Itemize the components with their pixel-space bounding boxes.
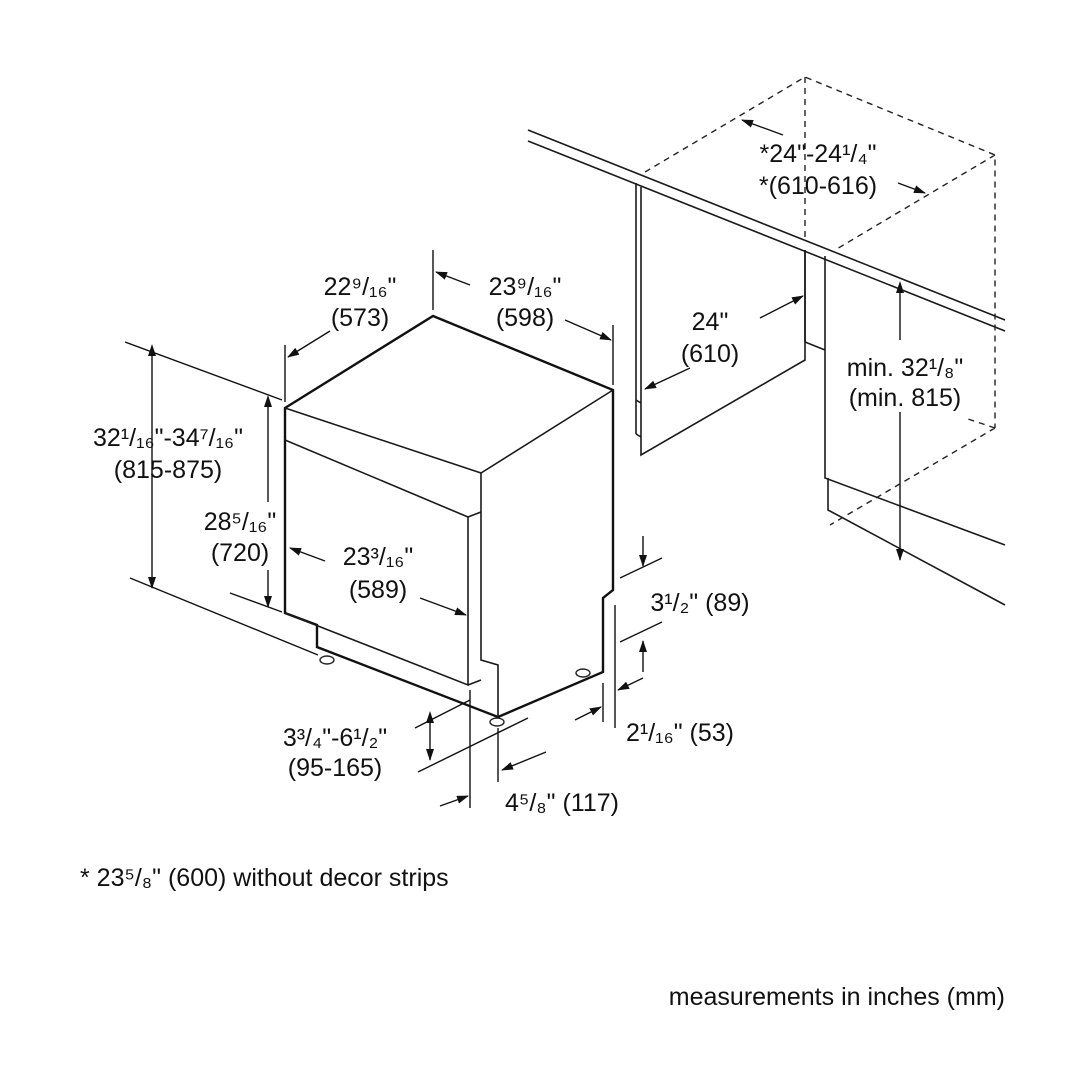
leg-height-mm-label: (95-165) — [288, 754, 383, 782]
width-mm-label: (598) — [496, 304, 554, 332]
niche-depth-inches-label: 24" — [692, 308, 729, 336]
width-inches-label: 23⁹/₁₆" — [489, 273, 562, 301]
toe-kick-height-label: 3¹/₂" (89) — [650, 589, 749, 617]
depth-mm-label: (573) — [331, 304, 389, 332]
foot-icon — [575, 668, 591, 678]
foot-icon — [489, 717, 505, 727]
leg-height-inches-label: 3³/₄"-6¹/₂" — [283, 724, 387, 752]
niche-width-mm-label: *(610-616) — [759, 172, 877, 200]
niche-depth-mm-label: (610) — [681, 340, 739, 368]
door-height-inches-label: 28⁵/₁₆" — [204, 508, 277, 536]
depth-inches-label: 22⁹/₁₆" — [324, 273, 397, 301]
foot-offset-label: 4⁵/₈" (117) — [505, 789, 619, 817]
total-height-mm-label: (815-875) — [114, 456, 222, 484]
dishwasher-body — [283, 314, 615, 727]
footnote: * 23⁵/₈" (600) without decor strips — [80, 864, 449, 892]
total-height-inches-label: 32¹/₁₆"-34⁷/₁₆" — [93, 424, 243, 452]
door-height-mm-label: (720) — [211, 539, 269, 567]
niche-width-inches-label: *24"-24¹/₄" — [760, 140, 877, 168]
foot-icon — [319, 655, 335, 665]
dimension-lines — [124, 119, 926, 808]
niche-height-mm-label: (min. 815) — [849, 384, 962, 412]
door-width-inches-label: 23³/₁₆" — [343, 543, 413, 571]
door-width-mm-label: (589) — [349, 576, 407, 604]
cabinet-niche — [527, 76, 1006, 606]
niche-height-inches-label: min. 32¹/₈" — [847, 354, 964, 382]
toe-kick-depth-label: 2¹/₁₆" (53) — [626, 719, 734, 747]
units-note: measurements in inches (mm) — [669, 983, 1005, 1011]
